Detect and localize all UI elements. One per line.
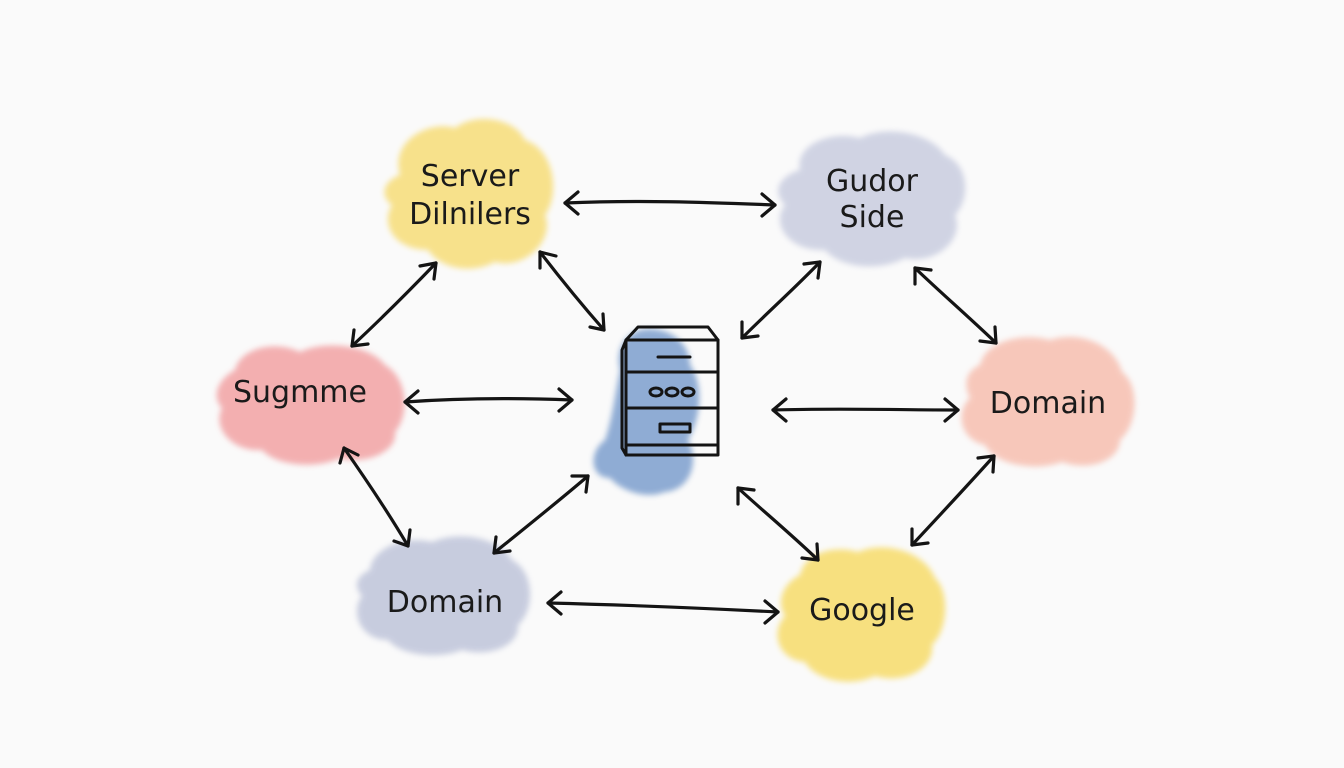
- node-label: Sugmme: [233, 375, 367, 410]
- node-domain-left: Domain: [356, 536, 531, 656]
- node-blob: [356, 536, 531, 656]
- arrow: [492, 474, 590, 555]
- server-splash: [593, 329, 700, 495]
- node-label-line-1: Gudor: [826, 164, 919, 199]
- arrow: [913, 266, 998, 345]
- arrow: [736, 486, 820, 562]
- node-gudor-side: Gudor Side: [778, 131, 966, 267]
- arrow: [740, 260, 822, 340]
- arrow: [338, 446, 412, 548]
- node-server-dilnilers: Server Dilnilers: [384, 118, 554, 269]
- arrow: [563, 190, 777, 218]
- node-google: Google: [777, 547, 946, 682]
- node-blob: [778, 131, 966, 267]
- node-blob: [384, 118, 554, 269]
- node-blob: [777, 547, 946, 682]
- arrow: [538, 250, 606, 332]
- node-domain-right: Domain: [961, 336, 1135, 467]
- node-label-line-2: Side: [840, 200, 905, 235]
- arrow: [403, 387, 574, 415]
- arrow: [771, 397, 960, 423]
- node-blob: [216, 345, 405, 465]
- node-label: Google: [809, 593, 915, 628]
- node-sugmme: Sugmme: [216, 345, 405, 465]
- node-label: Domain: [990, 386, 1106, 421]
- node-blob: [961, 336, 1135, 467]
- central-server: [593, 325, 720, 495]
- arrow: [910, 454, 996, 547]
- node-label: Domain: [387, 585, 503, 620]
- arrows: [338, 190, 998, 625]
- arrow: [350, 261, 438, 348]
- server-rack-icon: [620, 325, 720, 457]
- node-label-line-1: Server: [421, 159, 520, 194]
- arrow: [546, 590, 780, 625]
- node-label-line-2: Dilnilers: [409, 197, 531, 232]
